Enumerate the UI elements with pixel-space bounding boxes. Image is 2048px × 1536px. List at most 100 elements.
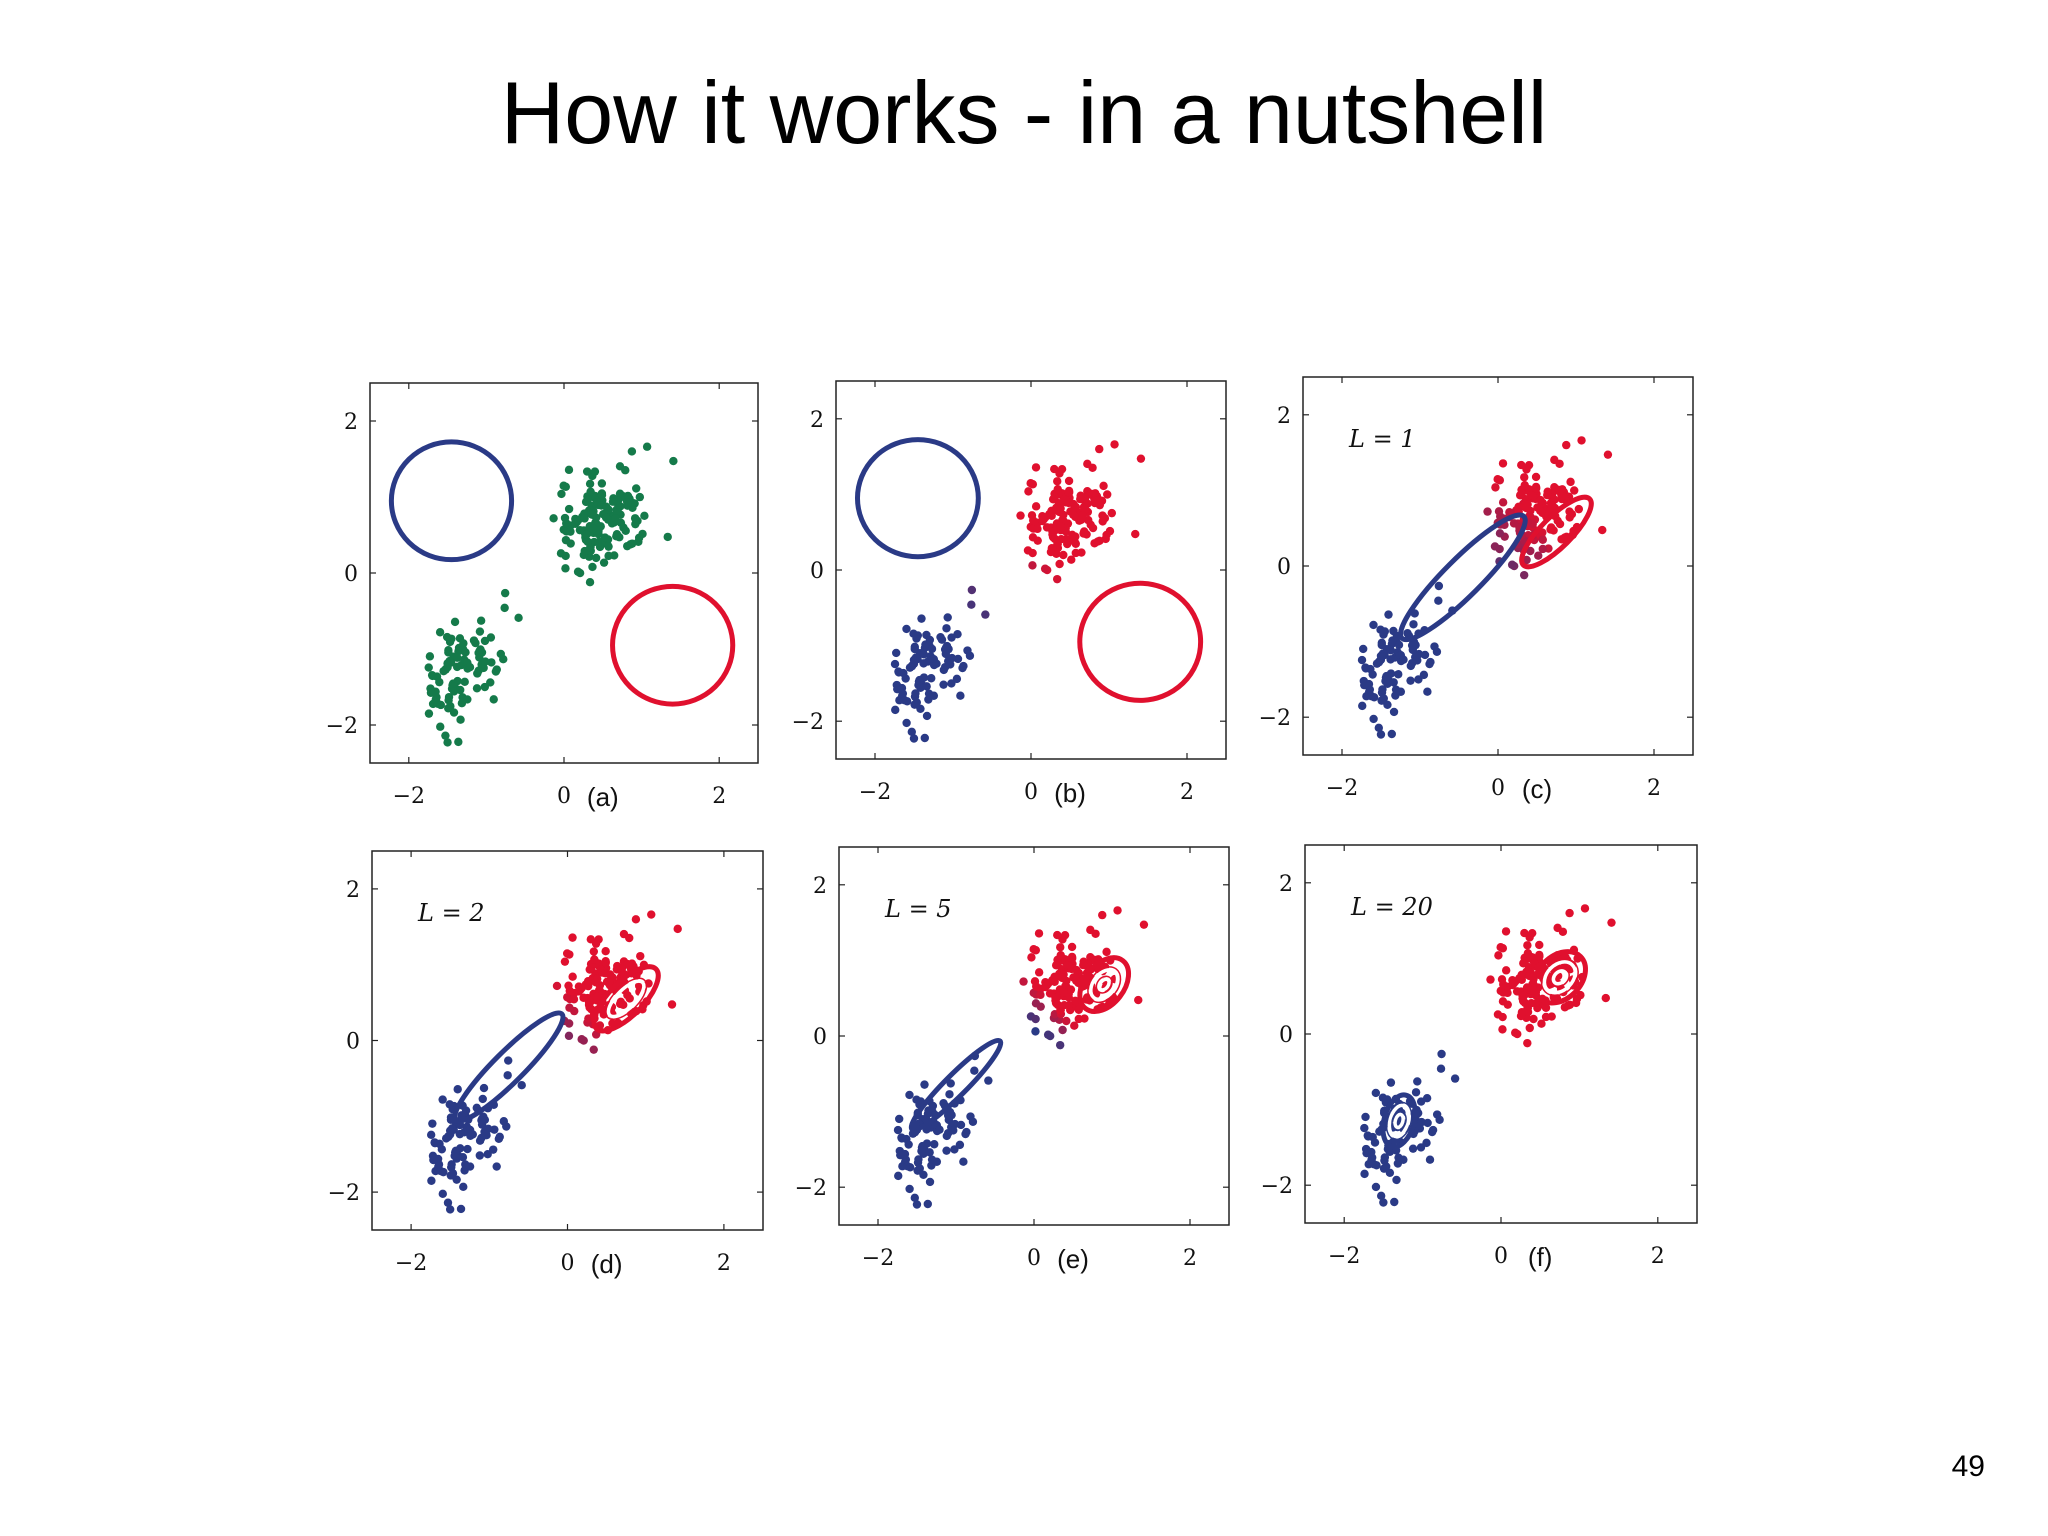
data-point — [1601, 993, 1610, 1003]
plot-frame — [369, 382, 759, 764]
plot-area — [893, 906, 1149, 1209]
data-point — [1572, 994, 1582, 1004]
data-point — [564, 1031, 574, 1041]
data-point — [1103, 490, 1112, 499]
blue-gaussian-contour — [388, 439, 515, 563]
data-point — [927, 644, 937, 654]
red-gaussian-contour — [1531, 949, 1588, 1006]
data-point — [427, 1176, 436, 1185]
y-tick-label: 0 — [813, 1025, 827, 1050]
data-point — [1031, 463, 1041, 472]
data-point — [1535, 940, 1544, 950]
x-tick-label: 0 — [561, 1251, 575, 1276]
data-point — [970, 1066, 979, 1075]
data-point — [1091, 489, 1100, 498]
data-point — [1396, 687, 1406, 696]
x-tick-label: 2 — [1180, 780, 1194, 805]
data-point — [1071, 548, 1080, 558]
x-tick-label: −2 — [859, 780, 891, 805]
data-point — [1498, 498, 1508, 507]
data-point — [663, 532, 672, 542]
data-point — [584, 981, 593, 991]
data-point — [574, 515, 583, 525]
data-point — [611, 513, 620, 523]
data-point — [1392, 1175, 1401, 1185]
data-point — [1053, 1000, 1063, 1010]
data-point — [441, 731, 450, 740]
data-point — [905, 1163, 915, 1172]
data-point — [1437, 1049, 1446, 1059]
data-point — [1557, 491, 1566, 501]
data-point — [465, 663, 475, 672]
data-point — [500, 588, 510, 598]
red-gaussian-contour — [1087, 966, 1122, 1004]
data-point — [1053, 484, 1062, 494]
data-point — [1376, 625, 1385, 634]
data-point — [1498, 459, 1508, 468]
data-point — [564, 981, 573, 990]
data-point — [1526, 546, 1535, 556]
data-point — [959, 1157, 968, 1166]
x-tick-label: 0 — [1494, 1244, 1508, 1269]
data-point — [468, 1130, 477, 1139]
data-point — [1394, 640, 1404, 650]
data-point — [1501, 966, 1511, 975]
data-point — [1074, 1005, 1083, 1014]
data-point — [1390, 1197, 1399, 1207]
data-point — [1030, 977, 1040, 986]
data-point — [424, 709, 434, 718]
data-point — [481, 657, 490, 666]
data-point — [1432, 647, 1442, 656]
data-point — [925, 1177, 935, 1187]
data-point — [1512, 987, 1522, 996]
data-point — [1384, 610, 1393, 619]
y-tick-label: −2 — [328, 1181, 360, 1206]
data-point — [621, 466, 630, 475]
data-point — [945, 1090, 954, 1099]
data-point — [568, 972, 577, 981]
data-point — [1029, 944, 1038, 954]
data-point — [1511, 977, 1520, 986]
data-point — [902, 697, 912, 706]
data-point — [936, 632, 945, 642]
data-point — [499, 655, 508, 664]
data-point — [1386, 1078, 1396, 1087]
data-point — [669, 456, 678, 466]
data-point — [593, 992, 602, 1001]
data-point — [1519, 959, 1528, 968]
data-point — [608, 497, 618, 506]
data-point — [443, 738, 452, 747]
data-point — [909, 629, 918, 638]
data-point — [474, 648, 483, 658]
data-point — [1537, 1019, 1546, 1028]
data-point — [591, 978, 600, 987]
data-point — [1580, 904, 1590, 913]
data-point — [642, 442, 652, 451]
data-point — [1057, 973, 1067, 983]
data-point — [1034, 929, 1044, 938]
data-point — [1425, 659, 1434, 669]
data-point — [600, 533, 610, 542]
data-point — [486, 678, 495, 687]
data-point — [599, 558, 609, 567]
data-point — [1422, 1138, 1431, 1148]
data-point — [1079, 960, 1088, 970]
data-point — [902, 718, 911, 728]
data-point — [927, 674, 936, 683]
data-point — [1534, 551, 1543, 560]
red-gaussian-contour — [1540, 958, 1579, 997]
data-point — [627, 447, 637, 456]
data-point — [932, 1157, 942, 1166]
x-tick-label: 2 — [1651, 1244, 1665, 1269]
data-point — [589, 524, 598, 534]
data-point — [1507, 560, 1517, 569]
data-point — [591, 553, 601, 563]
data-point — [1517, 460, 1526, 470]
data-point — [1496, 942, 1505, 952]
data-point — [1055, 1040, 1065, 1050]
data-point — [1497, 975, 1507, 984]
red-gaussian-contour — [1077, 955, 1132, 1014]
data-point — [625, 994, 634, 1003]
